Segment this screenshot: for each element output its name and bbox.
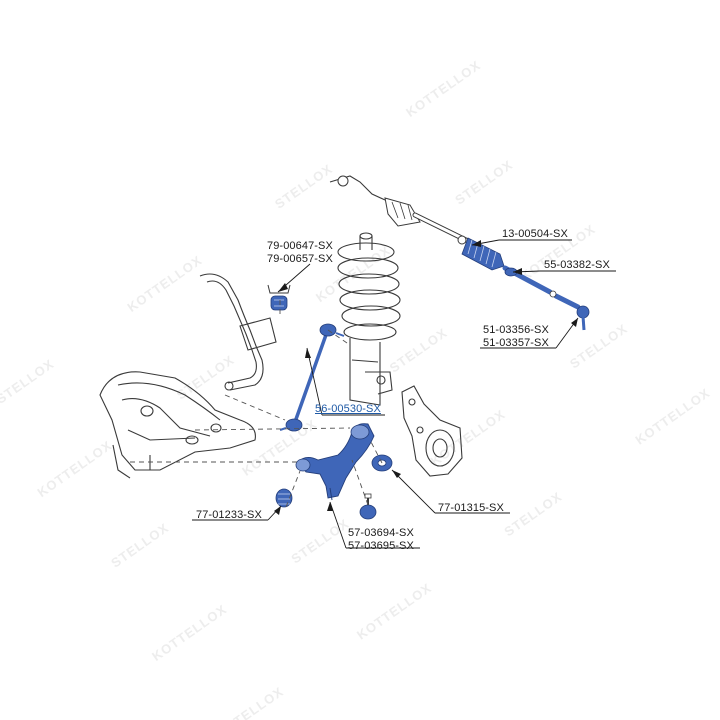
subframe [99,371,256,479]
svg-text:KOTTELLOX: KOTTELLOX [34,438,114,501]
svg-text:KOTTELLOX: KOTTELLOX [354,580,434,643]
svg-text:KOTTELLOX: KOTTELLOX [632,385,712,448]
label-77-01315: 77-01315-SX [438,502,504,514]
svg-text:STELLOX: STELLOX [0,356,57,407]
svg-text:STELLOX: STELLOX [501,489,564,540]
svg-text:KOTTELLOX: KOTTELLOX [428,406,508,469]
strut-assembly [337,232,401,406]
ball-joint [359,493,377,520]
svg-text:STELLOX: STELLOX [567,321,630,372]
steering-rack [329,175,505,271]
svg-text:STELLOX: STELLOX [108,520,171,571]
svg-text:KOTTELLOX: KOTTELLOX [149,601,229,664]
label-55-03382: 55-03382-SX [544,259,610,271]
svg-text:KOTTELLOX: KOTTELLOX [125,252,205,315]
label-57-03694: 57-03694-SX [348,527,414,539]
control-arm [295,423,375,501]
stabilizer-bar [199,273,277,391]
label-51-03356: 51-03356-SX [483,324,549,336]
watermark-layer: STELLOX KOTTELLOX STELLOX KOTTELLOX KOTT… [0,57,713,720]
svg-text:STELLOX: STELLOX [288,516,351,567]
label-77-01233: 77-01233-SX [196,509,262,521]
label-79-00647: 79-00647-SX [267,240,333,252]
label-13-00504: 13-00504-SX [502,228,568,240]
label-79-00657: 79-00657-SX [267,253,333,265]
label-56-00530[interactable]: 56-00530-SX [315,403,381,415]
svg-text:STELLOX: STELLOX [272,161,335,212]
svg-text:STELLOX: STELLOX [452,157,515,208]
assembly-guides [130,300,383,508]
svg-text:STELLOX: STELLOX [174,352,237,403]
steering-knuckle [401,385,463,477]
arrowheads [274,240,578,515]
label-57-03695: 57-03695-SX [348,540,414,552]
svg-text:STELLOX: STELLOX [223,684,286,720]
tie-rod-end [549,290,590,331]
svg-text:KOTTELLOX: KOTTELLOX [403,57,483,120]
label-51-03357: 51-03357-SX [483,337,549,349]
stabilizer-bushing [267,284,291,311]
